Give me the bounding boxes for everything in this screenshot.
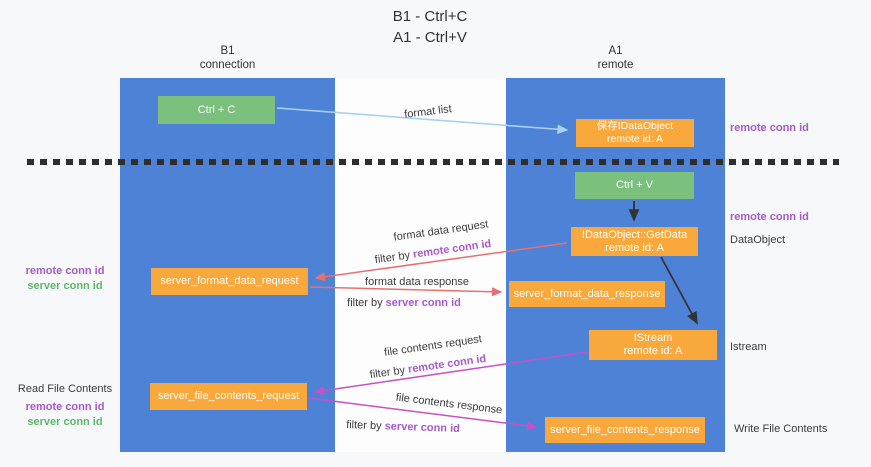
save-idataobject-line1: 保存IDataObject	[596, 120, 674, 132]
dataobject-annotation: DataObject	[730, 234, 786, 246]
lane-header-b1: B1 connection	[120, 44, 335, 72]
left-remote-conn-id-1: remote conn id	[25, 265, 105, 277]
lane-b1-subtitle: connection	[199, 59, 256, 71]
save-idataobject-line2: remote id: A	[606, 133, 664, 145]
idataobject-getdata-box: IDataObject::GetData remote id: A	[571, 227, 698, 256]
server-file-contents-response-box: server_file_contents_response	[545, 417, 705, 443]
ctrl-c-label: Ctrl + C	[197, 103, 236, 116]
server-file-contents-request-label: server_file_contents_request	[157, 390, 300, 402]
istream-box: IStream remote id: A	[589, 330, 717, 360]
title-line-2: A1 - Ctrl+V	[393, 29, 467, 46]
lane-a1-subtitle: remote	[597, 59, 634, 71]
write-file-contents-annotation: Write File Contents	[734, 423, 828, 435]
server-format-data-response-box: server_format_data_response	[509, 281, 665, 307]
left-server-conn-id-2: server conn id	[27, 416, 103, 428]
ctrl-c-box: Ctrl + C	[158, 96, 275, 124]
ctrl-v-box: Ctrl + V	[575, 172, 694, 199]
diagram-title: B1 - Ctrl+C A1 - Ctrl+V	[0, 6, 860, 48]
server-file-contents-response-label: server_file_contents_response	[550, 423, 700, 436]
format-data-response-label: format data response	[365, 276, 469, 288]
right-remote-conn-id-mid: remote conn id	[730, 211, 809, 223]
server-format-data-response-label: server_format_data_response	[513, 287, 661, 300]
ctrl-v-label: Ctrl + V	[616, 179, 653, 191]
filter-by-text: filter by	[345, 419, 382, 433]
save-idataobject-box: 保存IDataObject remote id: A	[576, 119, 694, 147]
title-line-1: B1 - Ctrl+C	[392, 8, 468, 25]
server-conn-id-text: server conn id	[384, 420, 461, 435]
server-file-contents-request-box: server_file_contents_request	[150, 383, 307, 410]
server-conn-id-text: server conn id	[385, 297, 461, 309]
filter-by-text: filter by	[347, 297, 383, 309]
server-format-data-request-box: server_format_data_request	[151, 268, 308, 295]
lane-b1-name: B1	[220, 45, 235, 57]
left-server-conn-id-1: server conn id	[27, 280, 103, 292]
lane-header-a1: A1 remote	[506, 44, 725, 72]
copy-paste-separator-line	[27, 159, 839, 165]
istream-line2: remote id: A	[623, 345, 683, 357]
read-file-contents-annotation: Read File Contents	[17, 383, 113, 395]
getdata-line1: IDataObject::GetData	[581, 228, 688, 241]
getdata-line2: remote id: A	[605, 241, 664, 254]
istream-line1: IStream	[633, 332, 673, 344]
right-remote-conn-id-top: remote conn id	[730, 122, 809, 134]
istream-annotation: Istream	[730, 341, 767, 353]
lane-a1-name: A1	[608, 45, 623, 57]
filter-by-server-conn-id-label-1: filter by server conn id	[347, 297, 461, 309]
server-format-data-request-label: server_format_data_request	[160, 275, 299, 287]
left-remote-conn-id-2: remote conn id	[25, 401, 105, 413]
